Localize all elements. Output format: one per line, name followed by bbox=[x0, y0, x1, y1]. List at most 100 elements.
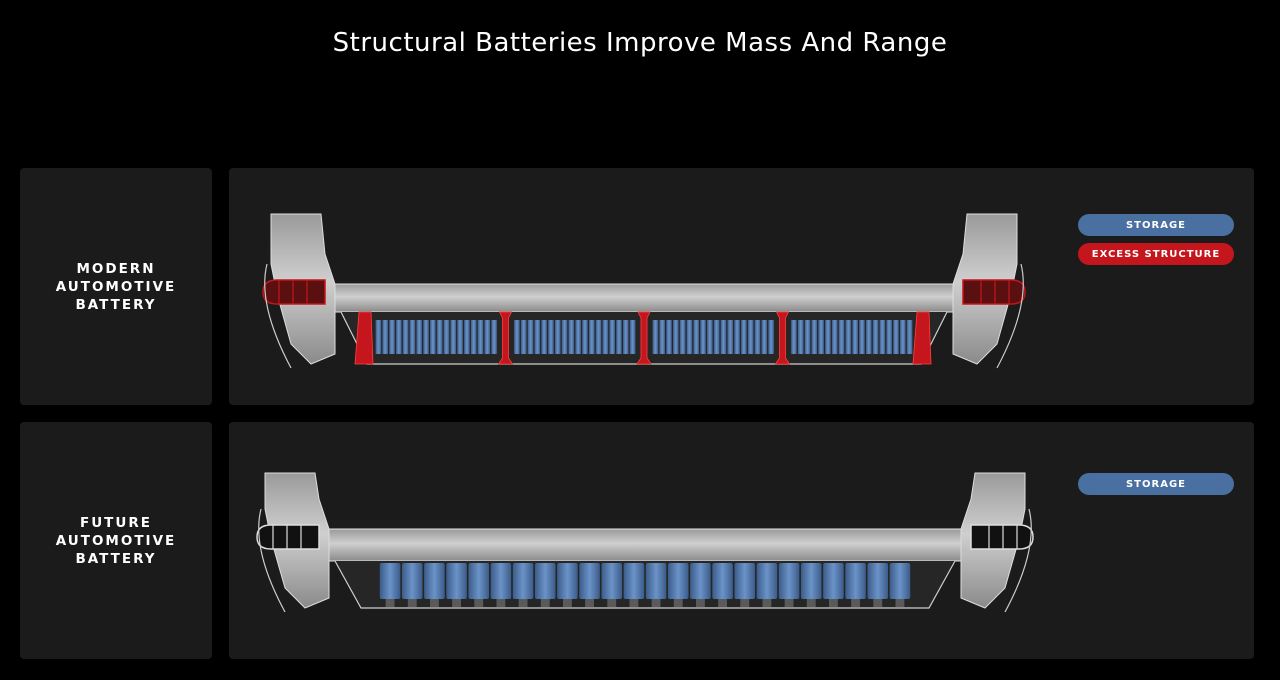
page-title: Structural Batteries Improve Mass And Ra… bbox=[332, 28, 948, 58]
storage-cell bbox=[906, 320, 913, 354]
storage-cell bbox=[818, 320, 824, 354]
cell-base-rib bbox=[385, 599, 395, 607]
storage-cell bbox=[690, 563, 711, 599]
floor-beam bbox=[330, 283, 958, 313]
storage-cell bbox=[443, 320, 450, 354]
cell-base-rib bbox=[496, 599, 506, 607]
cell-base-rib bbox=[429, 599, 439, 607]
storage-cell bbox=[893, 320, 899, 354]
storage-cell bbox=[534, 563, 556, 599]
storage-cell bbox=[389, 320, 395, 354]
excess-structure-left-rail bbox=[354, 311, 374, 365]
modern-battery-label-panel: MODERN AUTOMOTIVE BATTERY bbox=[20, 168, 212, 405]
storage-cell bbox=[693, 320, 700, 354]
storage-cell bbox=[382, 320, 389, 354]
storage-cell bbox=[622, 320, 629, 354]
modern-label-line-3: BATTERY bbox=[75, 296, 157, 313]
storage-cell bbox=[899, 320, 906, 354]
right-body-side bbox=[960, 472, 1034, 613]
cell-base-rib bbox=[562, 599, 572, 607]
left-body-side bbox=[262, 213, 336, 369]
storage-cell bbox=[490, 563, 512, 599]
storage-cell bbox=[845, 320, 852, 354]
storage-cell bbox=[754, 320, 761, 354]
storage-cell bbox=[568, 320, 575, 354]
modern-battery-cross-section bbox=[262, 213, 1026, 369]
future-battery-diagram-panel: STORAGE bbox=[229, 422, 1254, 659]
excess-structure-crossmember bbox=[497, 311, 514, 365]
storage-cell bbox=[527, 320, 534, 354]
storage-cell bbox=[713, 320, 720, 354]
storage-cell bbox=[579, 563, 600, 599]
storage-cell bbox=[831, 320, 838, 354]
excess-structure-right-rail bbox=[912, 311, 932, 365]
cell-base-rib bbox=[695, 599, 705, 607]
storage-cell bbox=[741, 320, 747, 354]
storage-cell bbox=[512, 563, 534, 599]
storage-cell bbox=[561, 320, 568, 354]
storage-cell bbox=[436, 320, 443, 354]
cell-base-rib bbox=[895, 599, 905, 607]
storage-cell bbox=[872, 320, 879, 354]
storage-cell bbox=[666, 320, 672, 354]
storage-cell bbox=[886, 320, 892, 354]
storage-cell bbox=[800, 563, 822, 599]
storage-cell bbox=[450, 320, 457, 354]
storage-cell bbox=[623, 563, 645, 599]
storage-cell bbox=[823, 563, 844, 599]
floor-beam bbox=[324, 528, 966, 562]
storage-cell bbox=[379, 563, 401, 599]
cell-base-rib bbox=[784, 599, 794, 607]
left-outer-contour bbox=[264, 263, 292, 369]
cell-base-rib bbox=[607, 599, 617, 607]
storage-cell bbox=[541, 320, 547, 354]
storage-cell bbox=[838, 320, 845, 354]
legend-storage-pill-future: STORAGE bbox=[1078, 473, 1234, 495]
left-body-side bbox=[256, 472, 330, 613]
storage-cell bbox=[491, 320, 497, 354]
left-sill-beam bbox=[262, 279, 326, 305]
storage-cell bbox=[423, 320, 429, 354]
storage-cell bbox=[582, 320, 588, 354]
storage-cell bbox=[761, 320, 768, 354]
storage-cell bbox=[734, 320, 740, 354]
storage-cell bbox=[667, 563, 689, 599]
right-body-side bbox=[952, 213, 1026, 369]
storage-cell bbox=[700, 320, 706, 354]
storage-cell bbox=[464, 320, 470, 354]
storage-cell bbox=[424, 563, 445, 599]
storage-cell bbox=[409, 320, 416, 354]
cell-base-rib bbox=[518, 599, 528, 607]
storage-cell bbox=[645, 563, 667, 599]
storage-cell bbox=[554, 320, 561, 354]
storage-cell bbox=[859, 320, 865, 354]
storage-cell bbox=[468, 563, 490, 599]
cell-base-rib bbox=[474, 599, 484, 607]
storage-cell bbox=[401, 563, 423, 599]
cell-base-rib bbox=[585, 599, 595, 607]
storage-cell bbox=[797, 320, 804, 354]
cell-base-rib bbox=[828, 599, 838, 607]
right-sill-beam bbox=[962, 279, 1026, 305]
storage-cell bbox=[595, 320, 602, 354]
storage-cell bbox=[659, 320, 666, 354]
legend-storage-label: STORAGE bbox=[1125, 219, 1186, 231]
cell-base-rib bbox=[651, 599, 661, 607]
storage-cell bbox=[679, 320, 686, 354]
storage-cell bbox=[602, 320, 609, 354]
storage-cell bbox=[601, 563, 623, 599]
storage-cell bbox=[609, 320, 615, 354]
future-label-line-2: AUTOMOTIVE bbox=[55, 532, 177, 549]
cell-base-rib bbox=[629, 599, 639, 607]
future-label-line-1: FUTURE bbox=[80, 514, 152, 531]
cell-base-rib bbox=[407, 599, 417, 607]
right-sill-beam bbox=[970, 524, 1034, 550]
storage-cell bbox=[852, 320, 858, 354]
storage-cell bbox=[768, 320, 774, 354]
modern-label-line-2: AUTOMOTIVE bbox=[55, 278, 177, 295]
storage-cell bbox=[548, 320, 554, 354]
cell-base-rib bbox=[452, 599, 462, 607]
storage-cell bbox=[734, 563, 756, 599]
storage-cell bbox=[707, 320, 713, 354]
storage-cell bbox=[804, 320, 811, 354]
